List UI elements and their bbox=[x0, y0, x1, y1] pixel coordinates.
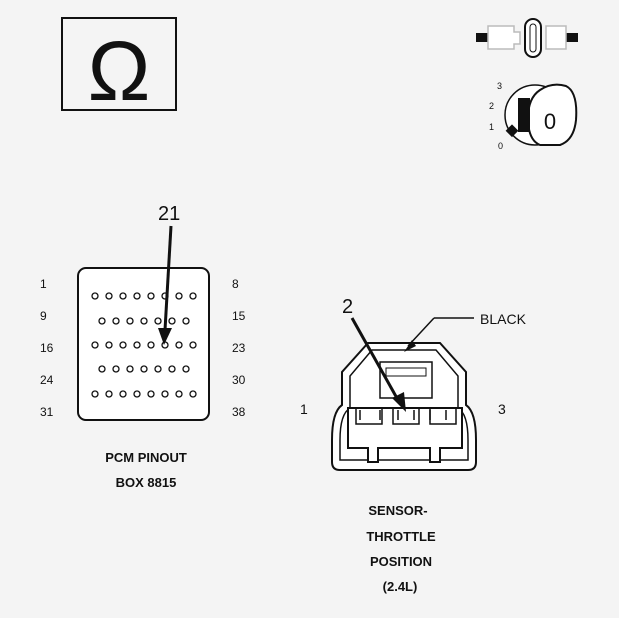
pcm-pin bbox=[161, 390, 169, 398]
pcm-pin bbox=[98, 365, 106, 373]
ignition-key-icon: 0 3 2 1 0 bbox=[489, 81, 578, 151]
ohm-symbol: Ω bbox=[88, 24, 151, 118]
pcm-pin bbox=[112, 365, 120, 373]
pcm-pin bbox=[147, 292, 155, 300]
pcm-pin bbox=[133, 390, 141, 398]
pcm-caption-line1: PCM PINOUT bbox=[105, 450, 187, 465]
pcm-pin bbox=[168, 365, 176, 373]
tps-caption-line3: POSITION bbox=[370, 554, 432, 569]
fuse-icon bbox=[476, 18, 578, 58]
tps-connector: 2 BLACK 1 3 SENSOR- THROTTLE POSITION (2… bbox=[300, 296, 527, 594]
pcm-pin bbox=[112, 317, 120, 325]
ohmmeter-icon: Ω bbox=[61, 17, 177, 118]
pcm-pin bbox=[126, 365, 134, 373]
ignition-pos-3: 3 bbox=[497, 81, 502, 91]
key-position-label: 0 bbox=[544, 109, 556, 134]
pcm-pin bbox=[119, 341, 127, 349]
ignition-pos-1: 1 bbox=[489, 122, 494, 132]
pcm-row-label-8: 8 bbox=[232, 277, 239, 291]
tps-caption-line2: THROTTLE bbox=[366, 529, 436, 544]
pcm-row-label-31: 31 bbox=[40, 405, 54, 419]
tps-caption-line1: SENSOR- bbox=[368, 503, 427, 518]
pcm-pin bbox=[189, 292, 197, 300]
pcm-pin bbox=[119, 390, 127, 398]
pcm-pin bbox=[175, 390, 183, 398]
tps-color-arrowhead bbox=[404, 340, 416, 352]
pcm-pin bbox=[189, 390, 197, 398]
pcm-pin bbox=[154, 317, 162, 325]
tps-color-label: BLACK bbox=[480, 311, 527, 327]
pcm-pin bbox=[133, 292, 141, 300]
pcm-pin bbox=[175, 292, 183, 300]
pcm-callout-arrow bbox=[163, 225, 173, 331]
pcm-row-label-24: 24 bbox=[40, 373, 54, 387]
pcm-pin bbox=[175, 341, 183, 349]
pcm-row-label-23: 23 bbox=[232, 341, 246, 355]
pcm-pin bbox=[168, 317, 176, 325]
pcm-pin bbox=[189, 341, 197, 349]
pcm-row-label-16: 16 bbox=[40, 341, 54, 355]
pcm-pin bbox=[182, 365, 190, 373]
pcm-pin bbox=[91, 341, 99, 349]
pcm-connector: 1 9 16 24 31 8 15 23 30 38 21 PCM PINOUT… bbox=[40, 203, 246, 490]
pcm-callout-number: 21 bbox=[158, 203, 180, 225]
ignition-pos-0: 0 bbox=[498, 141, 503, 151]
ignition-pos-2: 2 bbox=[489, 101, 494, 111]
tps-pin-3-label: 3 bbox=[498, 401, 506, 417]
pcm-pin bbox=[140, 365, 148, 373]
pcm-pin bbox=[105, 390, 113, 398]
pcm-callout-arrowhead bbox=[158, 328, 172, 345]
pcm-pin bbox=[91, 390, 99, 398]
pcm-pin bbox=[147, 390, 155, 398]
pcm-row-label-38: 38 bbox=[232, 405, 246, 419]
pcm-pin bbox=[105, 292, 113, 300]
pcm-pin bbox=[98, 317, 106, 325]
tps-pin-1-label: 1 bbox=[300, 401, 308, 417]
tps-callout-arrowhead bbox=[392, 392, 406, 412]
pcm-pin bbox=[182, 317, 190, 325]
tps-callout-number: 2 bbox=[342, 296, 353, 318]
pcm-pin-grid bbox=[91, 292, 197, 398]
pcm-row-label-15: 15 bbox=[232, 309, 246, 323]
pcm-pin bbox=[126, 317, 134, 325]
pcm-pin bbox=[133, 341, 141, 349]
pcm-row-label-1: 1 bbox=[40, 277, 47, 291]
pcm-pin bbox=[91, 292, 99, 300]
pcm-pin bbox=[105, 341, 113, 349]
tps-caption-line4: (2.4L) bbox=[383, 579, 418, 594]
pcm-pin bbox=[161, 341, 169, 349]
tps-callout-arrow bbox=[350, 317, 400, 401]
pcm-row-label-9: 9 bbox=[40, 309, 47, 323]
pcm-pin bbox=[154, 365, 162, 373]
pcm-row-label-30: 30 bbox=[232, 373, 246, 387]
pcm-pin bbox=[119, 292, 127, 300]
pcm-pin bbox=[140, 317, 148, 325]
pcm-pin bbox=[147, 341, 155, 349]
pcm-caption-line2: BOX 8815 bbox=[116, 475, 177, 490]
